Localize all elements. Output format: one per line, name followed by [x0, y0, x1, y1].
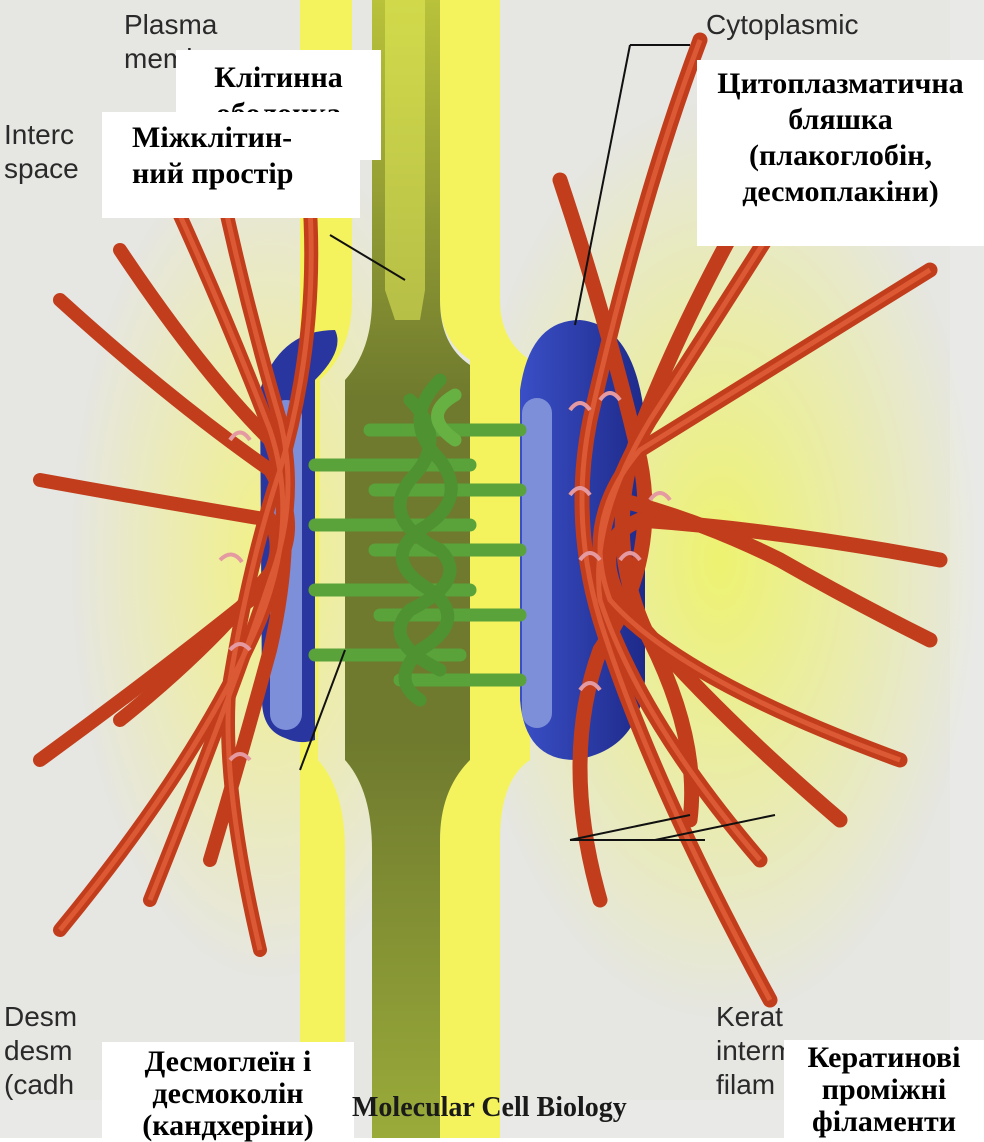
label-desmoglein: Desm desm (cadh	[4, 1000, 77, 1102]
callout-keratin: Кератинові проміжні філаменти	[784, 1040, 984, 1140]
label-keratin: Kerat interm filam	[716, 1000, 794, 1102]
callout-desmoglein: Десмоглеїн і десмоколін (кандхеріни)	[102, 1042, 354, 1142]
label-intercellular-space: Interc space	[4, 118, 79, 186]
source-caption: Molecular Cell Biology	[352, 1092, 627, 1124]
right-plaque-highlight	[522, 398, 552, 728]
label-cytoplasmic: Cytoplasmic	[706, 8, 858, 42]
callout-intercellular-space: Міжклітин- ний простір	[102, 112, 360, 218]
callout-cytoplasmic-plaque: Цитоплазматична бляшка (плакоглобін, дес…	[697, 60, 984, 246]
